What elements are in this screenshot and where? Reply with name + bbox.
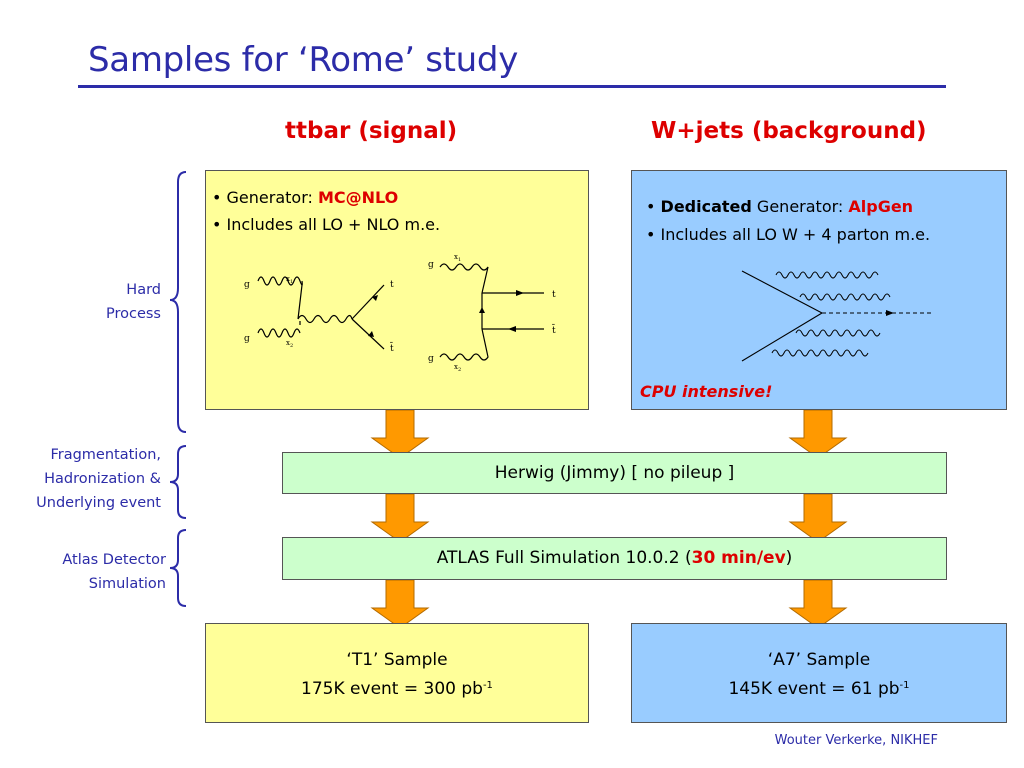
arrow-signal-2: [371, 493, 429, 543]
feynman-diagram-w-jets: [741, 270, 932, 362]
svg-text:x1: x1: [454, 253, 461, 263]
background-generator-line: • Dedicated Generator: AlpGen: [646, 197, 914, 216]
background-hard-process-box: • Dedicated Generator: AlpGen • Includes…: [631, 170, 1007, 410]
arrow-signal-1: [371, 409, 429, 459]
feynman-diagram-s-channel: g g x1 x2 t t̄: [244, 275, 394, 351]
slide-title: Samples for ‘Rome’ study: [88, 40, 519, 80]
signal-generator-line: • Generator: MC@NLO: [212, 188, 399, 207]
svg-text:x2: x2: [286, 339, 293, 349]
stage-braces: [169, 171, 187, 607]
svg-text:t: t: [390, 280, 394, 290]
signal-heading: ttbar (signal): [285, 118, 458, 144]
background-sample-events: 145K event = 61 pb-1: [728, 679, 910, 699]
arrow-signal-3: [371, 579, 429, 629]
signal-sample-events: 175K event = 300 pb-1: [301, 679, 493, 699]
cpu-intensive-note: CPU intensive!: [640, 382, 773, 401]
svg-text:t̄: t̄: [390, 342, 394, 351]
signal-hard-process-box: • Generator: MC@NLO • Includes all LO + …: [205, 170, 589, 410]
signal-generator-name: MC@NLO: [317, 188, 399, 207]
svg-text:x2: x2: [454, 363, 461, 371]
simulation-time: 30 min/ev: [691, 548, 786, 568]
arrow-background-3: [789, 579, 847, 629]
signal-sample-title: ‘T1’ Sample: [346, 650, 448, 670]
brace-fragmentation: [169, 445, 187, 519]
svg-text:g: g: [244, 280, 250, 290]
arrow-background-1: [789, 409, 847, 459]
background-heading: W+jets (background): [651, 118, 927, 144]
svg-text:t̄: t̄: [552, 324, 556, 336]
herwig-stage-bar: Herwig (Jimmy) [ no pileup ]: [282, 452, 947, 494]
brace-hard-process: [169, 171, 187, 433]
signal-includes-line: • Includes all LO + NLO m.e.: [212, 215, 441, 234]
brace-detector: [169, 529, 187, 607]
background-includes-line: • Includes all LO W + 4 parton m.e.: [646, 225, 931, 244]
svg-text:g: g: [244, 334, 250, 344]
stage-label-detector: Atlas Detector Simulation: [62, 552, 166, 592]
background-generator-name: AlpGen: [848, 197, 914, 216]
author-footer: Wouter Verkerke, NIKHEF: [774, 733, 938, 748]
svg-text:x1: x1: [286, 275, 293, 285]
background-sample-title: ‘A7’ Sample: [767, 650, 871, 670]
svg-text:g: g: [428, 260, 434, 270]
stage-label-hard-process: Hard Process: [105, 282, 161, 322]
feynman-diagram-t-channel: g g x1 x2 t t̄: [428, 253, 556, 371]
svg-text:t: t: [552, 290, 556, 300]
signal-sample-box: ‘T1’ Sample 175K event = 300 pb-1: [205, 623, 589, 723]
background-sample-box: ‘A7’ Sample 145K event = 61 pb-1: [631, 623, 1007, 723]
title-underline: [78, 85, 946, 88]
stage-label-fragmentation: Fragmentation, Hadronization & Underlyin…: [36, 447, 161, 511]
atlas-simulation-bar: ATLAS Full Simulation 10.0.2 (30 min/ev): [282, 537, 947, 580]
svg-text:g: g: [428, 354, 434, 364]
arrow-background-2: [789, 493, 847, 543]
